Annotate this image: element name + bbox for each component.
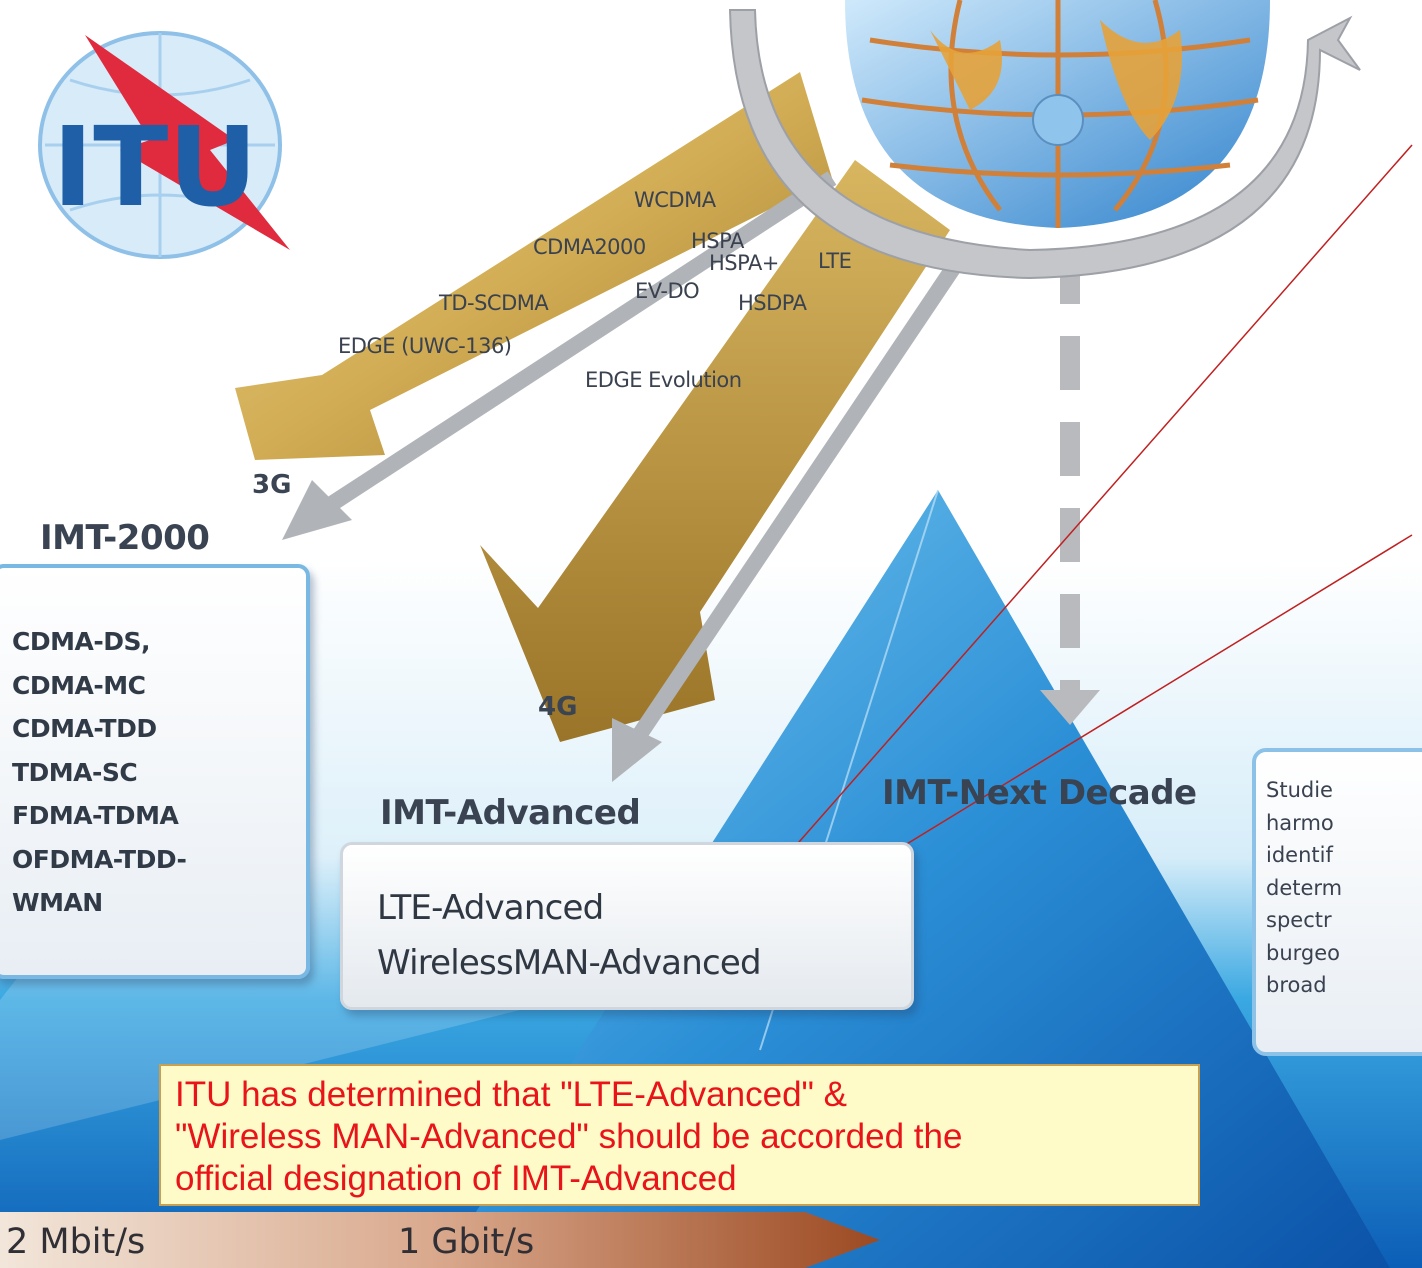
tech-label: WCDMA: [634, 188, 716, 212]
tech-label: EDGE (UWC-136): [338, 334, 512, 358]
imt-advanced-box: LTE-Advanced WirelessMAN-Advanced: [340, 842, 914, 1010]
globe-bowl: [728, 9, 1361, 280]
studies-text: Studie harmo identif determ spectr burge…: [1266, 774, 1342, 1002]
imt-2000-item: CDMA-TDD: [12, 714, 157, 743]
tech-label: HSPA: [691, 229, 744, 253]
gray-arrow-4g: [629, 250, 969, 745]
studies-line: identif: [1266, 843, 1333, 867]
studies-box: Studie harmo identif determ spectr burge…: [1252, 748, 1422, 1056]
studies-line: harmo: [1266, 810, 1334, 835]
note-line: official designation of IMT-Advanced: [175, 1159, 737, 1198]
imt-2000-item: FDMA-TDMA: [12, 801, 179, 830]
note-line: "Wireless MAN-Advanced" should be accord…: [175, 1117, 963, 1156]
imt-2000-title: IMT-2000: [40, 518, 210, 558]
gray-arrowhead-4g: [612, 718, 662, 782]
note-line: ITU has determined that "LTE-Advanced" &: [175, 1075, 848, 1114]
imt-2000-item: WMAN: [12, 888, 103, 917]
imt-2000-box: CDMA-DS, CDMA-MC CDMA-TDD TDMA-SC FDMA-T…: [0, 564, 310, 979]
studies-line: determ: [1266, 875, 1343, 900]
itu-determination-note: ITU has determined that "LTE-Advanced" &…: [159, 1064, 1200, 1206]
imt-advanced-item: LTE-Advanced: [377, 888, 604, 928]
annotation-arrow-2: [848, 534, 1413, 880]
studies-line: broad: [1266, 973, 1327, 997]
globe-icon: [845, 0, 1270, 228]
imt-advanced-title: IMT-Advanced: [380, 793, 641, 833]
tech-label: HSPA+: [709, 251, 779, 275]
tech-label: LTE: [818, 249, 852, 273]
itu-logo: ITU: [38, 31, 290, 259]
speed-low-label: 2 Mbit/s: [6, 1222, 146, 1262]
imt-2000-item: TDMA-SC: [12, 757, 138, 787]
generation-3g-label: 3G: [252, 470, 292, 500]
speed-bar: [0, 1212, 880, 1268]
studies-line: burgeo: [1266, 940, 1341, 965]
imt-2000-item: OFDMA-TDD-: [12, 844, 187, 874]
imt-2000-item: CDMA-MC: [12, 670, 146, 700]
studies-line: Studie: [1266, 778, 1333, 802]
gray-arrow-3g: [325, 171, 837, 512]
generation-4g-label: 4G: [538, 692, 578, 722]
tech-label: EDGE Evolution: [585, 368, 742, 392]
imt-2000-item: CDMA-DS,: [12, 627, 150, 656]
speed-high-label: 1 Gbit/s: [398, 1222, 535, 1262]
arrow-4g: [480, 160, 950, 742]
imt-advanced-list: LTE-Advanced WirelessMAN-Advanced: [377, 881, 762, 991]
gray-arrowhead-3g: [282, 480, 352, 540]
imt-2000-list: CDMA-DS, CDMA-MC CDMA-TDD TDMA-SC FDMA-T…: [12, 620, 187, 925]
itu-logo-text: ITU: [52, 103, 257, 231]
imt-advanced-item: WirelessMAN-Advanced: [377, 943, 762, 983]
annotation-arrow-1: [770, 144, 1413, 875]
tech-label: EV-DO: [635, 279, 700, 303]
studies-line: spectr: [1266, 908, 1332, 932]
tech-label: CDMA2000: [533, 235, 646, 259]
arrow-3g: [235, 72, 832, 460]
gray-arrowhead-next: [1040, 690, 1100, 725]
tech-label: HSDPA: [738, 291, 807, 315]
imt-next-decade-title: IMT-Next Decade: [882, 773, 1197, 813]
tech-label: TD-SCDMA: [439, 291, 549, 315]
